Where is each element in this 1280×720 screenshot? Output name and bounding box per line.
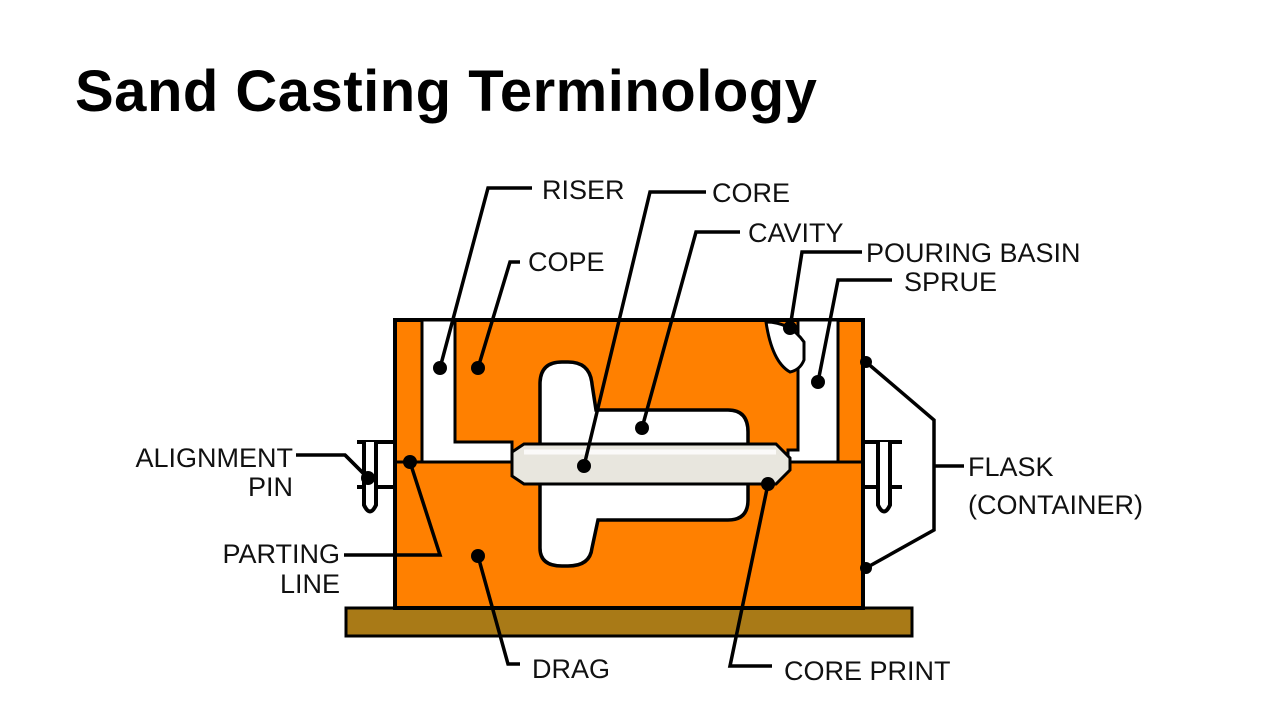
label-flask: FLASK (968, 452, 1054, 482)
label-core-print: CORE PRINT (784, 656, 951, 686)
alignment-pin-right (863, 440, 902, 514)
label-core: CORE (712, 178, 790, 208)
leader-lines (296, 186, 964, 668)
label-cope: COPE (528, 247, 605, 277)
label-parting: PARTING (222, 539, 340, 569)
mold-base-plate (344, 606, 914, 638)
label-alignment: ALIGNMENT (135, 443, 293, 473)
label-sprue: SPRUE (904, 267, 997, 297)
label-container: (CONTAINER) (968, 490, 1143, 520)
slide-title: Sand Casting Terminology (75, 59, 818, 124)
label-line: LINE (280, 569, 340, 599)
label-cavity: CAVITY (748, 218, 844, 248)
leader-dots (361, 321, 872, 574)
label-pin: PIN (248, 472, 293, 502)
label-drag: DRAG (532, 654, 610, 684)
label-riser: RISER (542, 175, 625, 205)
label-pouring-basin: POURING BASIN (866, 238, 1081, 268)
